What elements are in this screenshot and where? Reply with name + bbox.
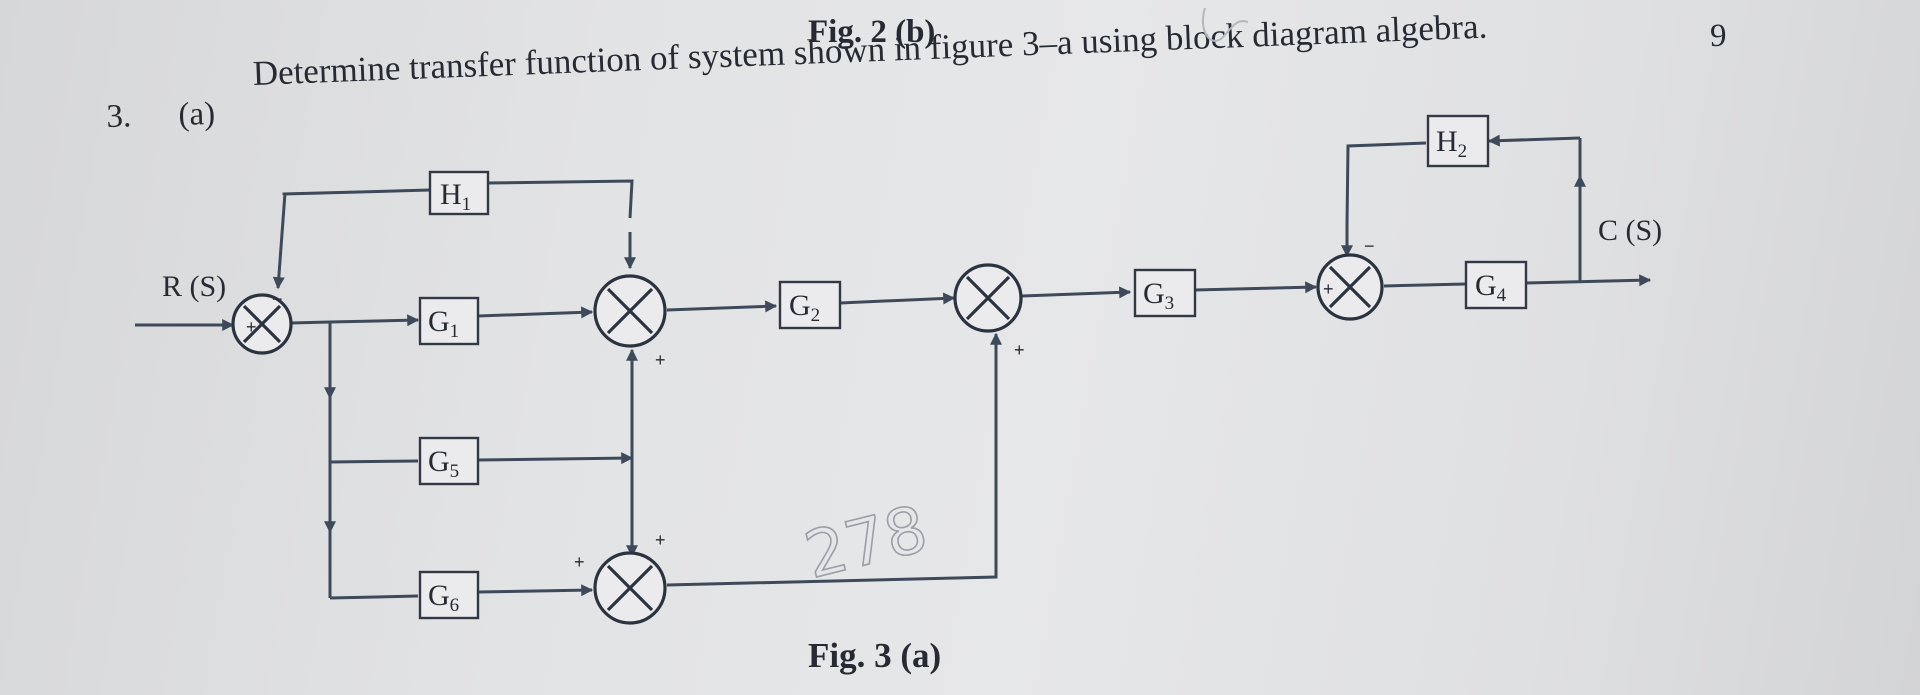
- sj2-to-g2: [666, 300, 778, 313]
- svg-text:G6: G6: [428, 579, 459, 616]
- svg-text:G2: G2: [789, 289, 820, 326]
- sj5-to-g4: [1383, 282, 1467, 288]
- svg-text:G4: G4: [1475, 269, 1507, 306]
- block-g3: G3: [1133, 268, 1197, 318]
- sign-sj5-feedback: −: [1364, 236, 1375, 256]
- handwritten-squiggle: [1202, 7, 1249, 42]
- sign-sj3-bottom: +: [1014, 340, 1025, 360]
- g2-to-sj3: [839, 292, 956, 305]
- block-h1: H1: [428, 170, 490, 216]
- block-g1: G1: [418, 296, 480, 346]
- block-g2: G2: [778, 280, 842, 330]
- svg-text:G1: G1: [428, 305, 459, 342]
- branch-to-g6: [329, 594, 419, 600]
- summing-junction-5: [1316, 253, 1384, 321]
- marks-value: 9: [1710, 18, 1727, 54]
- block-h2: H2: [1426, 114, 1490, 168]
- sign-sj4-top: +: [655, 530, 666, 550]
- sj3-to-g3: [1021, 286, 1132, 299]
- h1-path-left: [282, 188, 431, 196]
- sign-sj2-bottom: +: [655, 350, 666, 370]
- tap-to-h2: [1487, 134, 1581, 147]
- g6-to-sj4: [477, 584, 594, 597]
- svg-text:G5: G5: [428, 445, 459, 482]
- g4-to-output: [1525, 274, 1652, 287]
- g3-to-sj5: [1194, 281, 1318, 294]
- summing-junction-4: [593, 551, 667, 625]
- summing-junction-3: [953, 263, 1023, 333]
- svg-text:G3: G3: [1143, 277, 1174, 314]
- h1-down-to-sj1: [272, 192, 287, 290]
- branch-to-g1: [329, 314, 420, 327]
- previous-figure-caption: Fig. 2 (b): [808, 14, 936, 50]
- h2-to-sj5: [1345, 141, 1427, 226]
- svg-text:H1: H1: [440, 178, 471, 215]
- summing-junction-2: [593, 274, 667, 348]
- figure-caption: Fig. 3 (a): [808, 636, 942, 675]
- g5-out: [477, 452, 634, 465]
- sign-sj1-feedback: −: [272, 289, 283, 309]
- block-g5: G5: [418, 436, 480, 486]
- block-g6: G6: [418, 570, 480, 620]
- h1-path-right: [487, 179, 634, 219]
- output-label: C (S): [1598, 214, 1662, 247]
- sj4-to-sj3: [666, 346, 998, 587]
- sign-sj4-left: +: [574, 552, 585, 572]
- block-g4: G4: [1464, 260, 1528, 310]
- g1-to-sj2: [477, 306, 594, 319]
- sign-sj1-input: +: [246, 317, 257, 337]
- branch-to-g5: [329, 459, 419, 464]
- summing-junction-1: [231, 293, 293, 355]
- sj1-to-branch: [290, 320, 331, 325]
- input-label: R (S): [162, 270, 226, 303]
- sign-sj5-input: +: [1323, 279, 1334, 299]
- svg-text:H2: H2: [1436, 125, 1467, 162]
